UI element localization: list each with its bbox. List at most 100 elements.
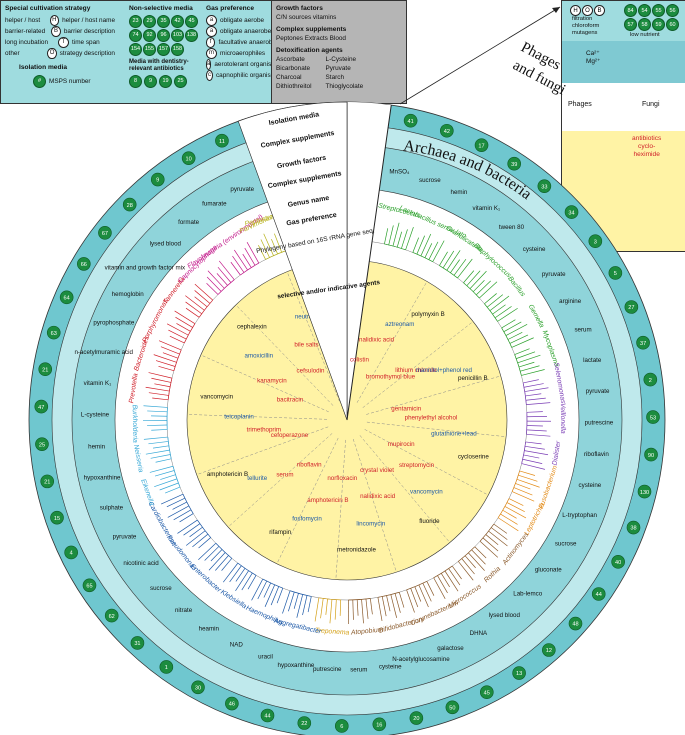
tree-branch — [148, 392, 169, 396]
msps-dot-circle — [130, 636, 145, 650]
tree-branch — [500, 513, 518, 525]
detox-item: Starch — [325, 74, 345, 81]
nonselective-dot: 96 — [157, 29, 170, 43]
msps-dot-circle — [626, 520, 641, 535]
msps-dot: 39 — [507, 156, 522, 171]
tree-branch — [471, 549, 486, 565]
growth-label: tween 80 — [499, 224, 525, 231]
phage-dot: 56 — [666, 4, 679, 17]
growth-label: putrescine — [313, 666, 342, 673]
growth-label: sucrose — [555, 540, 577, 547]
dentistry-title: Media with dentistry-relevant antibiotic… — [129, 59, 189, 73]
tree-branch — [451, 565, 462, 580]
tree-arc — [406, 581, 428, 591]
nonselective-dot: 138 — [185, 29, 198, 43]
msps-dot-number: 11 — [219, 139, 225, 145]
ions-label: Ca²⁺ Mg²⁺ — [586, 50, 601, 65]
agent-label: streptomycin — [399, 462, 435, 469]
growth-label: fumarate — [202, 201, 227, 208]
tree-branch — [369, 598, 373, 615]
tree-branch — [511, 337, 534, 348]
dentistry-dot: 9 — [144, 75, 157, 89]
phages-fungi-labels: Phages Fungi — [562, 83, 685, 132]
msps-dot: 21 — [40, 474, 55, 489]
tree-branch — [173, 509, 192, 521]
agent-label: metronidazole — [337, 547, 376, 554]
tree-branch — [207, 270, 225, 289]
msps-dot-number: 10 — [186, 156, 192, 162]
legend-right: helper / host name — [62, 17, 115, 25]
growth-label: hemoglobin — [112, 291, 145, 298]
msps-dot-number: 47 — [38, 405, 44, 411]
detox-item: L-Cysteine — [325, 56, 357, 63]
tree-branch — [505, 323, 528, 336]
barrier-icon: B — [51, 26, 61, 38]
tree-branch — [523, 383, 544, 388]
agent-label: phenylethyl alcohol — [405, 414, 458, 421]
tree-branch — [206, 276, 222, 292]
tree-branch — [271, 239, 278, 255]
msps-dot: 12 — [542, 643, 556, 657]
msps-dot: 9 — [150, 172, 165, 187]
tree-branch — [521, 463, 546, 470]
sector-divider — [366, 421, 507, 437]
msps-dot-number: 65 — [86, 583, 92, 589]
msps-dot: 30 — [191, 680, 205, 695]
msps-dot-number: 45 — [484, 690, 490, 696]
tree-branch — [325, 598, 328, 615]
tree-branch — [493, 523, 508, 534]
msps-dot-circle — [646, 410, 660, 424]
msps-dot-number: 39 — [511, 162, 517, 168]
msps-dot: 44 — [591, 587, 606, 601]
genus-label: Atopobium — [350, 626, 384, 636]
tree-branch — [524, 450, 549, 456]
tree-branch — [314, 597, 320, 622]
growth-label: sucrose — [419, 177, 441, 184]
tree-branch — [270, 586, 280, 606]
tree-branch — [491, 527, 508, 540]
msps-dot-circle — [40, 474, 55, 489]
tree-branch — [526, 411, 543, 413]
msps-dot-number: 28 — [127, 203, 133, 209]
legend-growth-box: Growth factors C/N sources vitamins Comp… — [271, 0, 407, 104]
phage-dot: 55 — [652, 4, 665, 17]
growth-label: serum — [574, 327, 591, 334]
legend-cultivation: Special cultivation strategy helper / ho… — [5, 4, 115, 88]
tree-branch — [509, 334, 529, 344]
tree-branch — [241, 572, 253, 591]
method-label: mutagens — [572, 30, 598, 36]
detox-item: Thioglycolate — [325, 83, 364, 90]
nonselective-dot: 74 — [129, 29, 142, 43]
dentistry-dot: 25 — [174, 75, 187, 89]
msps-dot: 40 — [611, 555, 625, 569]
tree-branch — [183, 523, 201, 536]
tree-branch — [377, 597, 383, 622]
growth-label: lactate — [583, 357, 602, 364]
msps-dot: 65 — [82, 578, 97, 593]
msps-dot: 38 — [626, 520, 641, 535]
tree-branch — [524, 387, 549, 392]
legend-right: obligate aerobe — [220, 17, 265, 25]
tree-branch — [192, 533, 209, 548]
agent-label: kanamycin — [257, 377, 287, 384]
tree-branch — [177, 519, 198, 534]
tree-branch — [386, 595, 391, 612]
detox-col: Ascorbate Bicarbonate Charcoal Dithiothr… — [276, 55, 312, 91]
msps-dot-circle — [122, 197, 137, 212]
sector-divider — [352, 438, 397, 573]
msps-dot-number: 48 — [572, 622, 578, 628]
genus-label: Treponema — [315, 627, 350, 636]
tree-branch — [185, 307, 200, 318]
msps-dot: 11 — [215, 133, 229, 148]
legend-left: other — [5, 50, 20, 58]
msps-dot: 53 — [646, 410, 660, 424]
growth-label: sucrose — [150, 585, 172, 592]
tree-branch — [320, 598, 324, 619]
agent-label: nalidixic acid — [359, 336, 395, 343]
main-divider — [346, 105, 392, 421]
tree-branch — [401, 229, 408, 249]
tree-arc — [167, 378, 173, 400]
growth-title: Growth factors — [276, 5, 323, 12]
